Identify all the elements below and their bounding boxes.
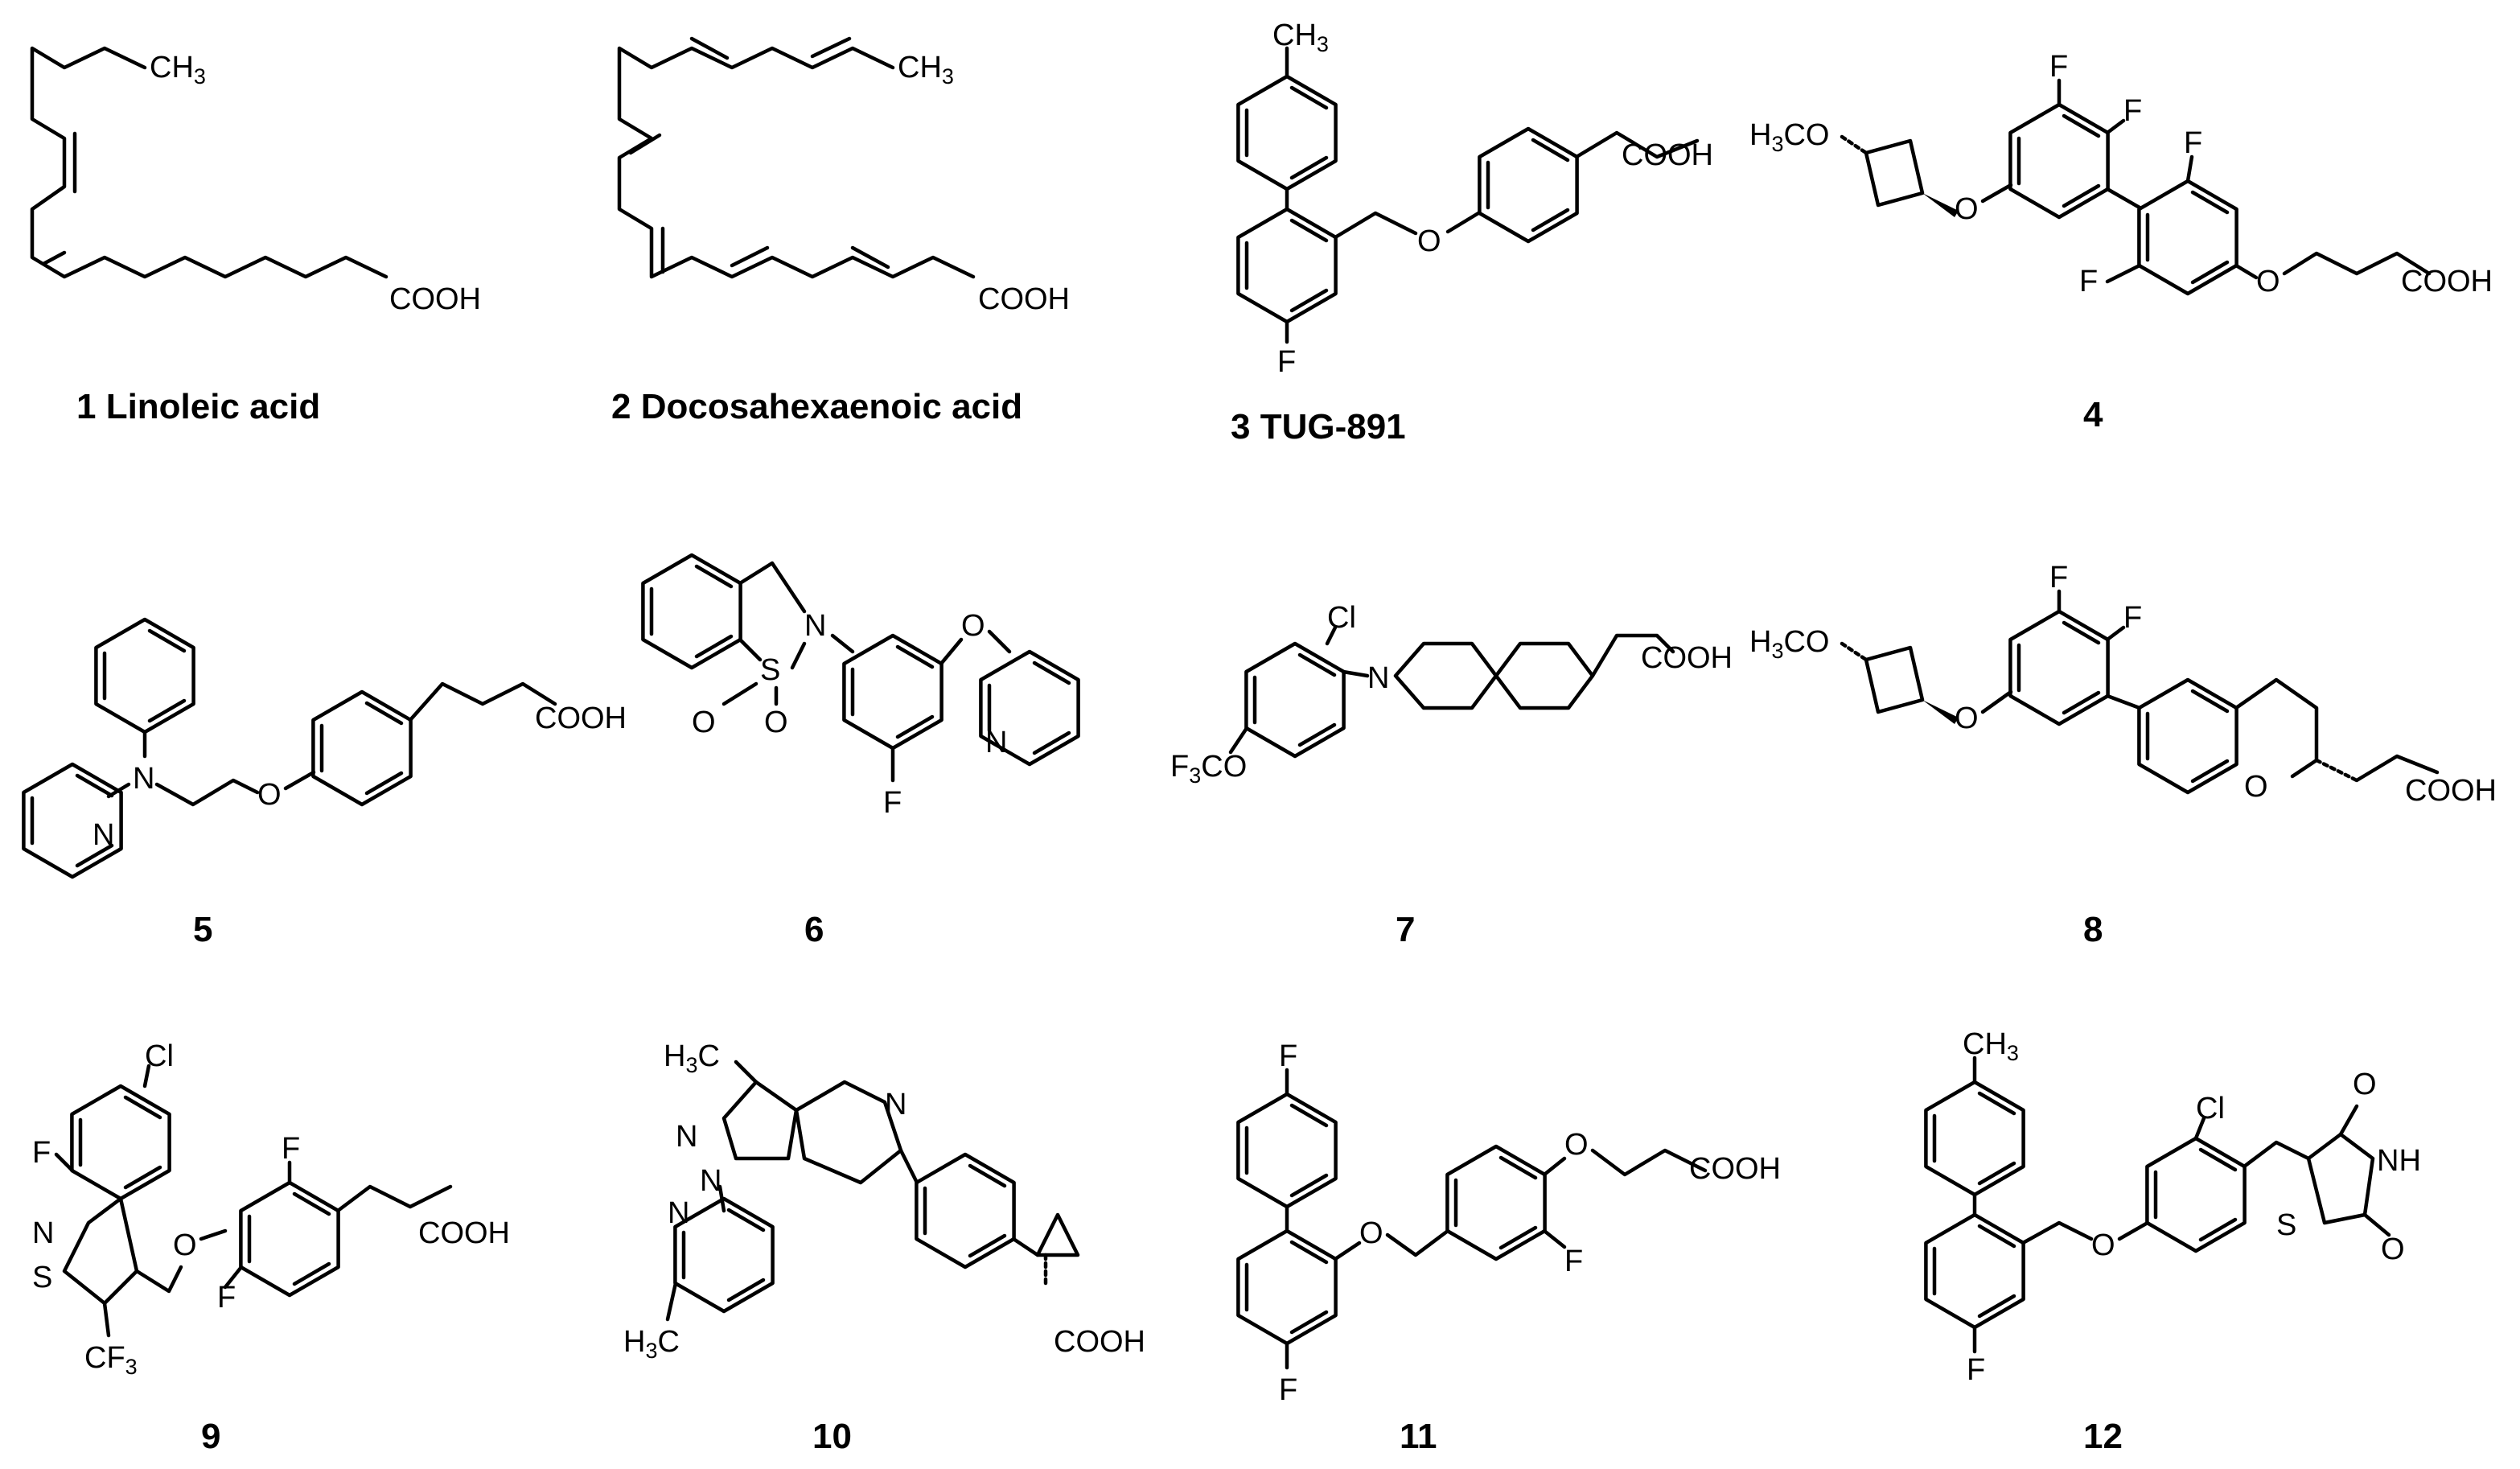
ether-oxygen-label: O <box>1955 702 1979 735</box>
fluorine-label: F <box>1277 345 1296 379</box>
sulfonyl-oxygen-label: O <box>692 706 716 739</box>
imide-nh-label: NH <box>2377 1144 2421 1178</box>
pyrazole-nitrogen-label: N <box>700 1164 721 1198</box>
carboxyl-label: COOH <box>1641 641 1733 675</box>
carboxyl-label: COOH <box>1689 1152 1781 1186</box>
compound-6-caption: 6 <box>804 910 824 949</box>
sulfonyl-oxygen-label: O <box>764 706 788 739</box>
chlorine-label: Cl <box>1327 601 1356 635</box>
chlorine-label: Cl <box>145 1039 174 1073</box>
compound-4-caption: 4 <box>2083 395 2103 434</box>
pyridine-nitrogen-label: N <box>668 1196 689 1230</box>
structure-compound-8: H3CO O F F O COOH <box>1749 561 2497 808</box>
pyridine-nitrogen-label: N <box>985 726 1007 759</box>
fluorine-label: F <box>1967 1353 1985 1387</box>
carboxyl-label: COOH <box>2405 774 2497 808</box>
sulfonyl-sulfur-label: S <box>760 653 780 687</box>
fluorine-label: F <box>1279 1039 1297 1073</box>
carboxyl-label: COOH <box>978 282 1070 316</box>
chlorine-label: Cl <box>2196 1092 2225 1125</box>
pyridine-nitrogen-label: N <box>885 1088 906 1121</box>
structure-docosahexaenoic-acid: CH3 COOH <box>617 36 1070 316</box>
structure-compound-10: H3C N N N N H3C COOH <box>623 1039 1145 1363</box>
compound-3-caption: 3 TUG-891 <box>1231 407 1406 446</box>
compound-10-caption: 10 <box>812 1417 852 1456</box>
structure-compound-12: CH3 F O Cl S NH O O <box>1926 1027 2421 1387</box>
isothiazole-sulfur-label: S <box>32 1261 52 1294</box>
compound-11-caption: 11 <box>1400 1417 1437 1456</box>
fluorine-label: F <box>282 1132 300 1166</box>
structure-compound-9: Cl F N S CF3 O F F COOH <box>32 1039 510 1379</box>
ether-oxygen-label: O <box>173 1228 197 1262</box>
carbonyl-oxygen-label: O <box>2381 1232 2405 1266</box>
fluorine-label: F <box>1564 1245 1583 1278</box>
structure-compound-5: N N O COOH <box>23 619 627 877</box>
methyl-label: CH3 <box>898 51 954 88</box>
piperidine-nitrogen-label: N <box>1367 661 1389 695</box>
ether-oxygen-label: O <box>2091 1228 2115 1262</box>
structure-compound-6: S O O N F O N <box>643 555 1078 820</box>
fluorine-label: F <box>2079 265 2098 298</box>
methyl-label: CH3 <box>150 51 206 88</box>
structure-compound-7: Cl F3CO N COOH <box>1170 601 1733 788</box>
compound-1-caption: 1 Linoleic acid <box>76 387 320 426</box>
carbonyl-oxygen-label: O <box>2353 1068 2377 1101</box>
structure-compound-11: F F O F O COOH <box>1238 1039 1781 1407</box>
amide-nitrogen-label: N <box>804 609 826 643</box>
structure-linoleic-acid: CH3 COOH <box>30 46 481 316</box>
thiazolidine-sulfur-label: S <box>2276 1208 2296 1242</box>
pyridine-nitrogen-label: N <box>92 818 114 852</box>
methoxy-label: H3CO <box>1749 118 1829 156</box>
methyl-label: H3C <box>623 1325 680 1363</box>
chroman-oxygen-label: O <box>2244 770 2268 804</box>
trifluoromethyl-label: CF3 <box>84 1341 138 1379</box>
carboxyl-label: COOH <box>535 702 627 735</box>
carboxyl-label: COOH <box>1622 138 1713 172</box>
methyl-label: CH3 <box>1963 1027 2019 1065</box>
fluorine-label: F <box>2184 126 2202 160</box>
ether-oxygen-label: O <box>961 609 985 643</box>
fluorine-label: F <box>883 786 902 820</box>
compound-12-caption: 12 <box>2083 1417 2123 1456</box>
carboxyl-label: COOH <box>1054 1325 1145 1359</box>
methyl-label: H3C <box>664 1039 720 1077</box>
fluorine-label: F <box>2049 561 2068 595</box>
compound-2-caption: 2 Docosahexaenoic acid <box>611 387 1022 426</box>
carboxyl-label: COOH <box>389 282 481 316</box>
ether-oxygen-label: O <box>1359 1216 1383 1250</box>
structure-tug-891: CH3 F O COOH <box>1238 19 1713 379</box>
compound-9-caption: 9 <box>201 1417 220 1456</box>
carboxyl-label: COOH <box>2401 265 2493 298</box>
fluorine-label: F <box>2123 601 2142 635</box>
ether-oxygen-label: O <box>2256 265 2280 298</box>
ether-oxygen-label: O <box>1955 192 1979 226</box>
trifluoromethoxy-label: F3CO <box>1170 750 1247 788</box>
compound-7-caption: 7 <box>1396 910 1415 949</box>
methyl-label: CH3 <box>1272 19 1329 56</box>
fluorine-label: F <box>1279 1373 1297 1407</box>
fluorine-label: F <box>2049 50 2068 84</box>
fluorine-label: F <box>2123 94 2142 128</box>
amine-nitrogen-label: N <box>133 762 154 796</box>
fluorine-label: F <box>217 1281 236 1315</box>
structure-compound-4: H3CO O F F F F O COOH <box>1749 50 2493 298</box>
carboxyl-label: COOH <box>418 1216 510 1250</box>
isothiazole-nitrogen-label: N <box>32 1216 54 1250</box>
ether-oxygen-label: O <box>257 778 282 812</box>
pyrazole-nitrogen-label: N <box>676 1120 697 1154</box>
compound-5-caption: 5 <box>193 910 212 949</box>
fluorine-label: F <box>32 1136 51 1170</box>
methoxy-label: H3CO <box>1749 625 1829 663</box>
compound-8-caption: 8 <box>2083 910 2103 949</box>
ether-oxygen-label: O <box>1417 224 1441 258</box>
ether-oxygen-label: O <box>1564 1128 1589 1162</box>
